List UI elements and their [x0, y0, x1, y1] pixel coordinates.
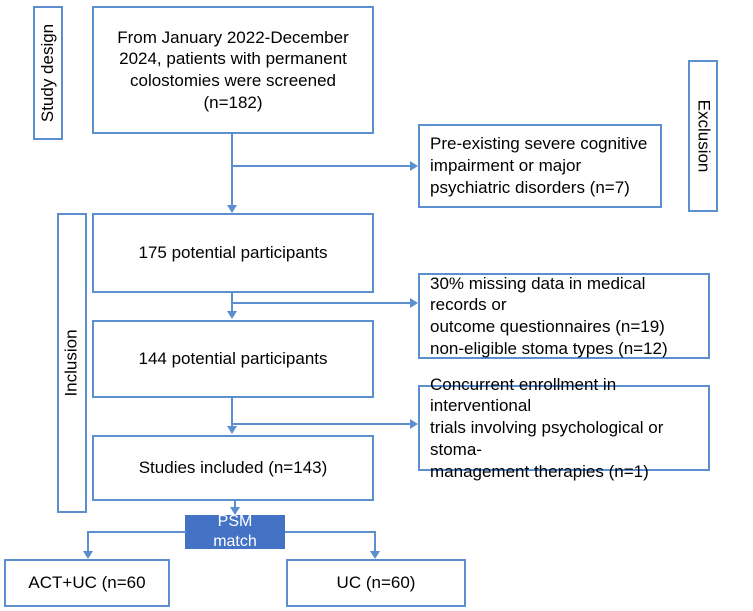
connector-to-exclusion-2 — [231, 302, 412, 304]
box-psm-match-text: PSM match — [213, 512, 257, 550]
side-label-study-design-text: Study design — [38, 23, 58, 123]
side-label-study-design: Study design — [33, 6, 63, 140]
box-arm-uc-text: UC (n=60) — [336, 573, 416, 593]
arrowhead-to-exclusion-2 — [410, 298, 418, 308]
box-exclusion-3-line-3: management therapies (n=1) — [430, 461, 649, 481]
connector-included-to-psm — [234, 501, 236, 509]
box-screened-line-2: 2024, patients with permanent — [119, 49, 347, 69]
box-exclusion-3-line-2: trials involving psychological or stoma- — [430, 418, 664, 459]
box-screened-line-3: colostomies were screened — [130, 71, 336, 90]
box-exclusion-1-line-3: psychiatric disorders (n=7) — [430, 177, 630, 197]
arrowhead-144-to-included — [227, 426, 237, 434]
box-studies-included-text: Studies included (n=143) — [138, 458, 328, 478]
box-exclusion-1-line-2: impairment or major — [430, 156, 582, 176]
box-potential-175: 175 potential participants — [92, 213, 374, 293]
connector-psm-to-act-uc-drop — [87, 531, 89, 553]
connector-to-exclusion-3 — [231, 423, 412, 425]
box-potential-144: 144 potential participants — [92, 320, 374, 398]
side-label-exclusion: Exclusion — [688, 60, 718, 212]
side-label-inclusion: Inclusion — [57, 213, 87, 513]
box-potential-175-text: 175 potential participants — [138, 243, 328, 263]
connector-screened-to-175 — [231, 134, 233, 205]
box-potential-144-text: 144 potential participants — [138, 349, 328, 369]
box-exclusion-3: Concurrent enrollment in interventional … — [418, 375, 710, 481]
connector-to-exclusion-1 — [231, 165, 412, 167]
box-exclusion-2: 30% missing data in medical records or o… — [418, 273, 710, 359]
box-exclusion-2-line-1: 30% missing data in medical records or — [430, 273, 646, 315]
box-studies-included: Studies included (n=143) — [92, 435, 374, 501]
connector-psm-to-uc — [285, 531, 376, 533]
box-exclusion-3-line-1: Concurrent enrollment in interventional — [430, 374, 617, 416]
box-psm-match: PSM match — [185, 513, 285, 550]
box-screened: From January 2022-December 2024, patient… — [92, 6, 374, 134]
arrowhead-to-exclusion-1 — [410, 161, 418, 171]
arrowhead-to-exclusion-3 — [410, 419, 418, 429]
box-screened-line-4: (n=182) — [203, 92, 263, 112]
box-arm-uc: UC (n=60) — [286, 559, 466, 607]
box-exclusion-1: Pre-existing severe cognitive impairment… — [418, 124, 662, 208]
box-exclusion-1-line-1: Pre-existing severe cognitive — [430, 134, 648, 154]
arrowhead-included-to-psm — [230, 507, 240, 515]
arrowhead-175-to-144 — [227, 311, 237, 319]
box-screened-line-1: From January 2022-December — [117, 27, 349, 47]
box-arm-act-uc: ACT+UC (n=60 — [4, 559, 170, 607]
connector-144-to-included — [231, 398, 233, 427]
arrowhead-psm-to-act-uc — [83, 551, 93, 559]
box-exclusion-2-line-3: non-eligible stoma types (n=12) — [430, 338, 668, 358]
box-exclusion-2-line-2: outcome questionnaires (n=19) — [430, 317, 665, 336]
arrowhead-psm-to-uc — [370, 551, 380, 559]
side-label-inclusion-text: Inclusion — [62, 329, 82, 397]
side-label-exclusion-text: Exclusion — [694, 99, 714, 173]
connector-psm-to-act-uc — [87, 531, 186, 533]
arrowhead-screened-to-175 — [227, 205, 237, 213]
connector-psm-to-uc-drop — [374, 531, 376, 553]
box-arm-act-uc-text: ACT+UC (n=60 — [28, 573, 146, 593]
